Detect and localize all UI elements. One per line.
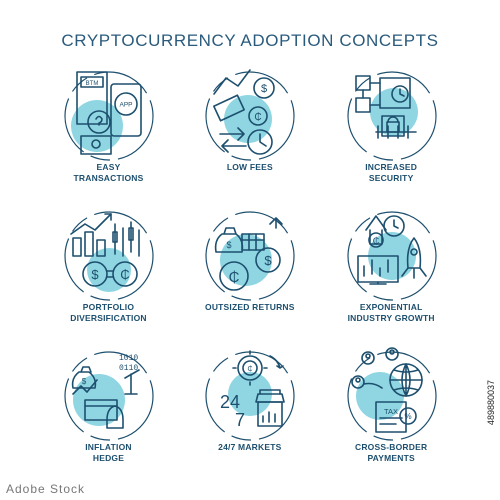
globe-payments-icon: TAX % bbox=[347, 347, 437, 441]
inflation-hedge-icon: $ 1010 0110 bbox=[64, 351, 154, 441]
concept-label: 24/7 MARKETS bbox=[218, 442, 282, 452]
svg-text:APP: APP bbox=[119, 102, 132, 109]
svg-text:BTM: BTM bbox=[86, 81, 99, 87]
svg-text:1010: 1010 bbox=[119, 354, 138, 363]
svg-text:24: 24 bbox=[220, 392, 240, 412]
svg-text:$: $ bbox=[82, 377, 87, 386]
blockchain-security-icon bbox=[347, 71, 437, 161]
svg-text:0110: 0110 bbox=[119, 364, 138, 373]
money-bags-icon: $ ₵ $ bbox=[205, 211, 295, 301]
svg-text:$: $ bbox=[265, 253, 273, 268]
rocket-growth-icon: ₵ bbox=[347, 211, 437, 301]
svg-text:TAX: TAX bbox=[384, 407, 398, 416]
svg-text:₵: ₵ bbox=[248, 365, 253, 373]
concept-label: LOW FEES bbox=[226, 162, 273, 172]
market-24-7-icon: ₵ 24 7 bbox=[205, 350, 295, 441]
atm-app-icon: BTM APP bbox=[64, 71, 154, 161]
svg-text:7: 7 bbox=[235, 410, 245, 430]
svg-text:$: $ bbox=[91, 267, 99, 282]
svg-text:₵: ₵ bbox=[229, 269, 240, 286]
svg-text:₵: ₵ bbox=[372, 236, 379, 246]
stock-watermark-banner: Adobe Stock bbox=[0, 478, 500, 500]
svg-text:$: $ bbox=[227, 240, 232, 250]
svg-text:$: $ bbox=[261, 83, 267, 95]
concept-label: OUTSIZED RETURNS bbox=[205, 302, 295, 312]
concept-low-fees: $ ₵ LOW FEES bbox=[179, 58, 320, 198]
svg-text:₵: ₵ bbox=[120, 267, 129, 282]
fees-exchange-icon: $ ₵ bbox=[205, 69, 295, 161]
concept-outsized-returns: $ ₵ $ OUTSIZED RETURNS bbox=[179, 198, 320, 338]
svg-text:₵: ₵ bbox=[255, 111, 262, 123]
stock-logo: Adobe Stock bbox=[6, 482, 86, 496]
page-title: CRYPTOCURRENCY ADOPTION CONCEPTS bbox=[61, 31, 439, 51]
stock-image-id: 489880037 bbox=[486, 380, 496, 426]
svg-text:%: % bbox=[404, 412, 411, 421]
concept-24-7-markets: ₵ 24 7 24/7 MARKETS bbox=[179, 338, 320, 478]
portfolio-chart-icon: $ ₵ bbox=[64, 211, 154, 301]
